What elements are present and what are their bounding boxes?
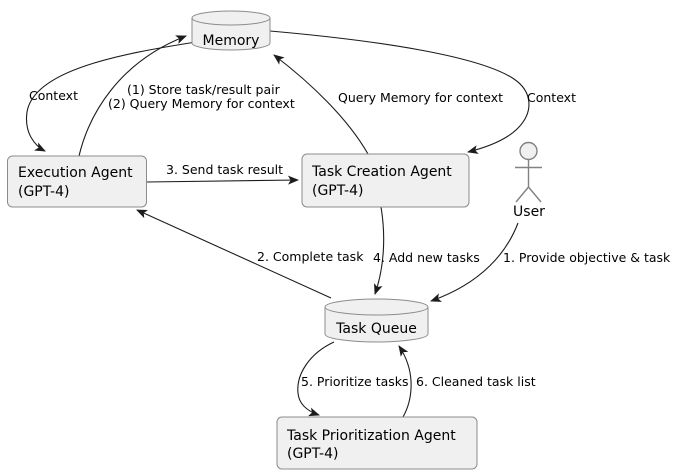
edge-execution-agent-to-memory: [78, 35, 187, 157]
task-creation-agent-box: [301, 153, 470, 208]
task-queue-cylinder-rim: [324, 306, 429, 316]
task-prioritization-agent-label: Task Prioritization Agent: [286, 428, 456, 444]
node-execution-agent: Execution Agent (GPT-4): [7, 155, 147, 208]
label-add-new-tasks: 4. Add new tasks: [373, 250, 480, 265]
user-actor-body: [515, 159, 542, 203]
edge-task-prioritization-agent-to-task-queue: [398, 345, 412, 418]
task-prioritization-agent-sublabel: (GPT-4): [287, 446, 338, 462]
label-query-memory-for-context-line2: (2) Query Memory for context: [108, 96, 295, 111]
label-store-task-result-pair: (1) Store task/result pair: [127, 82, 281, 97]
memory-cylinder-shape: [191, 10, 271, 51]
edge-user-to-task-queue: [430, 222, 519, 302]
label-complete-task: 2. Complete task: [257, 249, 364, 264]
edge-task-creation-agent-to-task-queue: [374, 206, 385, 295]
task-creation-agent-label: Task Creation Agent: [311, 164, 452, 180]
execution-agent-sublabel: (GPT-4): [18, 184, 69, 200]
label-cleaned-task-list: 6. Cleaned task list: [416, 374, 536, 389]
execution-agent-box: [7, 155, 147, 208]
label-context-right: Context: [527, 90, 576, 105]
edge-layer: [25, 30, 530, 418]
task-creation-agent-sublabel: (GPT-4): [312, 183, 363, 199]
user-label: User: [513, 204, 545, 220]
label-query-memory-for-context: Query Memory for context: [338, 90, 503, 105]
memory-label: Memory: [203, 33, 260, 49]
edge-task-creation-agent-to-memory: [273, 54, 369, 155]
label-provide-objective-and-task: 1. Provide objective & task: [503, 250, 671, 265]
task-queue-cylinder-shape: [324, 298, 429, 343]
node-layer: Memory Execution Agent (GPT-4) Task Crea…: [7, 10, 545, 470]
node-task-prioritization-agent: Task Prioritization Agent (GPT-4): [276, 416, 478, 470]
node-user: User: [513, 141, 545, 220]
node-task-queue: Task Queue: [324, 298, 429, 343]
edge-memory-to-execution-agent: [25, 41, 197, 152]
label-prioritize-tasks: 5. Prioritize tasks: [301, 374, 409, 389]
node-memory: Memory: [191, 10, 271, 51]
edge-task-queue-to-execution-agent: [136, 209, 332, 299]
user-actor-head: [519, 141, 538, 161]
node-task-creation-agent: Task Creation Agent (GPT-4): [301, 153, 470, 208]
task-queue-label: Task Queue: [335, 321, 417, 337]
edge-label-layer: Context (1) Store task/result pair (2) Q…: [29, 82, 671, 389]
task-prioritization-agent-box: [276, 416, 478, 470]
label-context-left: Context: [29, 88, 78, 103]
edge-task-queue-to-task-prioritization-agent: [297, 341, 335, 417]
label-send-task-result: 3. Send task result: [166, 162, 283, 177]
edge-memory-to-task-creation-agent: [269, 30, 530, 154]
execution-agent-label: Execution Agent: [18, 165, 133, 181]
edge-execution-agent-to-task-creation-agent: [146, 175, 299, 185]
memory-cylinder-rim: [191, 17, 271, 26]
